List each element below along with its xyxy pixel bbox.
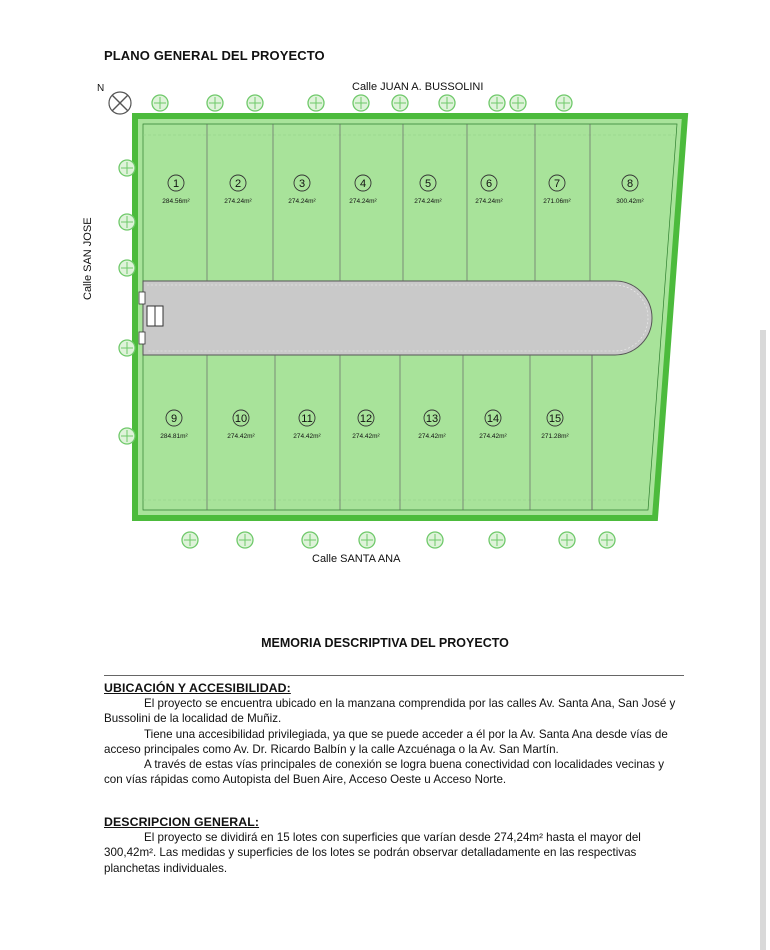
lot-area: 271.28m² bbox=[541, 433, 569, 440]
memoria-title: MEMORIA DESCRIPTIVA DEL PROYECTO bbox=[261, 636, 509, 650]
lot-area: 274.42m² bbox=[227, 433, 255, 440]
tree-icon bbox=[598, 531, 616, 549]
section-descripcion: DESCRIPCION GENERAL: El proyecto se divi… bbox=[104, 815, 679, 876]
lot-number: 11 bbox=[301, 413, 312, 425]
tree-icon bbox=[426, 531, 444, 549]
lot-area: 274.24m² bbox=[475, 198, 503, 205]
north-arrow-icon bbox=[108, 91, 132, 115]
lot-5: 5 274.24m² bbox=[414, 174, 443, 205]
tree-icon bbox=[118, 427, 136, 445]
lot-3: 3 274.24m² bbox=[288, 174, 317, 205]
entrance-gate-icon bbox=[138, 291, 164, 345]
lot-number: 15 bbox=[549, 413, 561, 425]
property-line bbox=[142, 123, 678, 511]
tree-icon bbox=[438, 94, 456, 112]
paragraph: Tiene una accesibilidad privilegiada, ya… bbox=[104, 727, 668, 756]
lot-area: 284.81m² bbox=[160, 433, 188, 440]
tree-icon bbox=[118, 259, 136, 277]
lot-area: 274.24m² bbox=[224, 198, 252, 205]
divider bbox=[104, 675, 684, 676]
lot-area: 284.56m² bbox=[162, 198, 190, 205]
section-ubicacion: UBICACIÓN Y ACCESIBILIDAD: El proyecto s… bbox=[104, 681, 679, 787]
lot-area: 274.24m² bbox=[288, 198, 316, 205]
tree-icon bbox=[118, 159, 136, 177]
page-title: PLANO GENERAL DEL PROYECTO bbox=[104, 48, 325, 63]
lot-11: 11 274.42m² bbox=[293, 409, 322, 440]
lot-area: 274.24m² bbox=[349, 198, 377, 205]
north-label: N bbox=[97, 83, 105, 94]
lot-4: 4 274.24m² bbox=[349, 174, 378, 205]
lot-area: 274.42m² bbox=[479, 433, 507, 440]
section-heading-ubicacion: UBICACIÓN Y ACCESIBILIDAD: bbox=[104, 681, 291, 695]
lot-14: 14 274.42m² bbox=[479, 409, 508, 440]
tree-icon bbox=[488, 531, 506, 549]
tree-icon bbox=[391, 94, 409, 112]
tree-icon bbox=[181, 531, 199, 549]
tree-icon bbox=[246, 94, 264, 112]
lot-number: 3 bbox=[299, 178, 305, 190]
site-plan-drawing: 1 284.56m² 2 274.24m² 3 274.24m² 4 274.24m² 5 274… bbox=[108, 91, 689, 549]
tree-icon bbox=[488, 94, 506, 112]
lot-number: 2 bbox=[235, 178, 241, 190]
lot-number: 9 bbox=[171, 413, 177, 425]
tree-icon bbox=[236, 531, 254, 549]
lot-area: 274.24m² bbox=[414, 198, 442, 205]
tree-icon bbox=[206, 94, 224, 112]
lot-2: 2 274.24m² bbox=[224, 174, 253, 205]
lot-area: 274.42m² bbox=[418, 433, 446, 440]
street-label-top: Calle JUAN A. BUSSOLINI bbox=[352, 81, 484, 93]
lot-8: 8 300.42m² bbox=[616, 174, 645, 205]
lot-10: 10 274.42m² bbox=[227, 409, 256, 440]
lot-number: 5 bbox=[425, 178, 431, 190]
lot-number: 10 bbox=[235, 413, 247, 425]
lot-12: 12 274.42m² bbox=[352, 409, 381, 440]
paragraph: A través de estas vías principales de co… bbox=[104, 758, 665, 787]
lot-number: 6 bbox=[486, 178, 492, 190]
tree-icon bbox=[509, 94, 527, 112]
street-label-bottom: Calle SANTA ANA bbox=[312, 553, 401, 565]
tree-icon bbox=[358, 531, 376, 549]
tree-icon bbox=[118, 339, 136, 357]
lot-area: 300.42m² bbox=[616, 198, 644, 205]
lot-7: 7 271.06m² bbox=[543, 174, 572, 205]
lot-number: 1 bbox=[173, 178, 179, 190]
tree-icon bbox=[307, 94, 325, 112]
street-label-left: Calle SAN JOSE bbox=[82, 217, 94, 300]
lot-1: 1 284.56m² bbox=[162, 174, 191, 205]
lot-number: 7 bbox=[554, 178, 560, 190]
site-plan: 1 284.56m² 2 274.24m² 3 274.24m² 4 274.24m² 5 274… bbox=[95, 78, 695, 568]
lot-number: 8 bbox=[627, 178, 633, 190]
lot-6: 6 274.24m² bbox=[475, 174, 504, 205]
lot-area: 274.42m² bbox=[293, 433, 321, 440]
lot-number: 13 bbox=[426, 413, 438, 425]
lot-number: 4 bbox=[360, 178, 366, 190]
lot-9: 9 284.81m² bbox=[160, 409, 189, 440]
lot-15: 15 271.28m² bbox=[541, 409, 570, 440]
lot-area: 274.42m² bbox=[352, 433, 380, 440]
scrollbar[interactable] bbox=[760, 330, 766, 950]
paragraph: El proyecto se encuentra ubicado en la m… bbox=[104, 697, 676, 726]
paragraph: El proyecto se dividirá en 15 lotes con … bbox=[104, 831, 641, 875]
tree-icon bbox=[151, 94, 169, 112]
section-heading-descripcion: DESCRIPCION GENERAL: bbox=[104, 815, 260, 829]
tree-icon bbox=[555, 94, 573, 112]
lot-number: 14 bbox=[487, 413, 499, 425]
tree-icon bbox=[352, 94, 370, 112]
tree-icon bbox=[118, 213, 136, 231]
internal-road bbox=[142, 280, 653, 356]
tree-icon bbox=[301, 531, 319, 549]
lot-13: 13 274.42m² bbox=[418, 409, 447, 440]
tree-icon bbox=[558, 531, 576, 549]
lot-area: 271.06m² bbox=[543, 198, 571, 205]
lot-number: 12 bbox=[360, 413, 372, 425]
